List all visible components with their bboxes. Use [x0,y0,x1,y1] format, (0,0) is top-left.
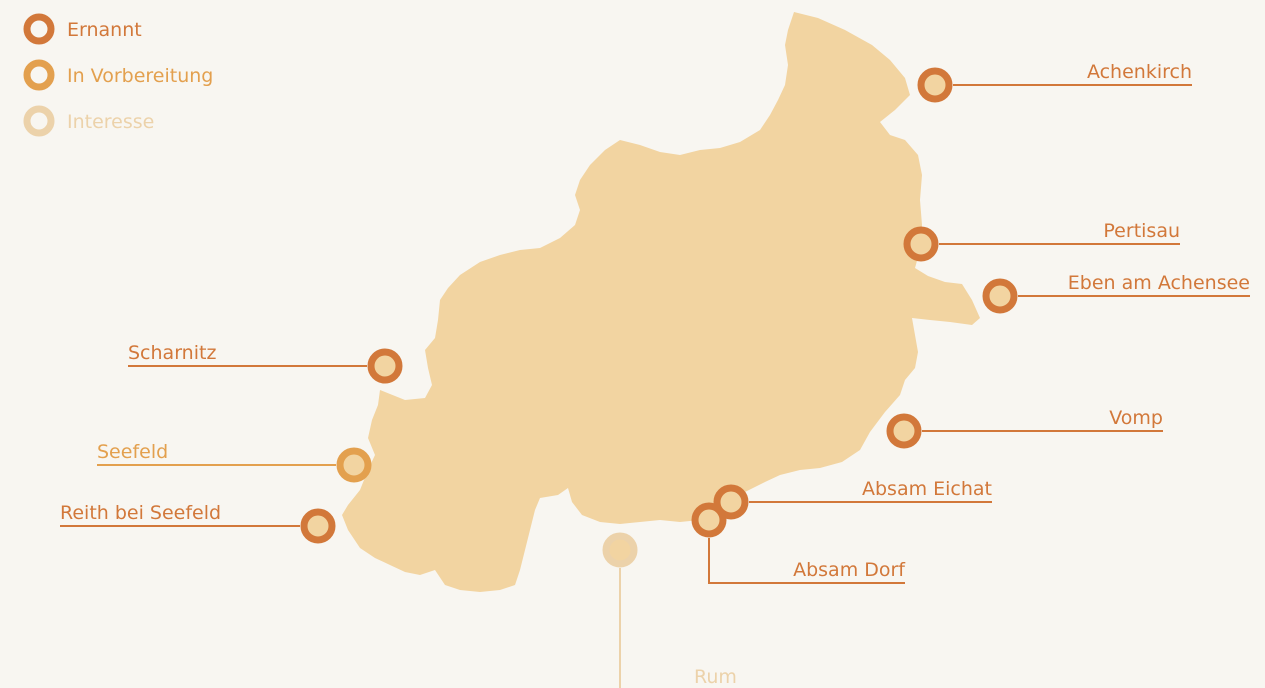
place-marker-seefeld[interactable] [336,447,372,483]
legend-label-interesse: Interesse [67,111,154,133]
legend-marker-in-vorbereitung [23,59,55,91]
region-outline [342,12,980,592]
place-marker-absam-eichat[interactable] [713,484,749,520]
place-marker-reith-bei-seefeld[interactable] [300,508,336,544]
place-label-seefeld: Seefeld [97,441,168,463]
place-marker-scharnitz[interactable] [367,348,403,384]
leader-lines [60,84,1250,688]
place-label-pertisau: Pertisau [1103,220,1180,242]
legend-marker-interesse [23,105,55,137]
place-markers [300,67,1018,568]
place-marker-rum[interactable] [602,532,638,568]
place-marker-pertisau[interactable] [903,226,939,262]
legend-label-ernannt: Ernannt [67,19,142,41]
place-label-absam-dorf: Absam Dorf [793,559,906,581]
legend-marker-ernannt [23,13,55,45]
place-marker-absam-dorf[interactable] [691,502,727,538]
place-label-reith-bei-seefeld: Reith bei Seefeld [60,502,221,524]
place-marker-achenkirch[interactable] [917,67,953,103]
place-label-eben-am-achensee: Eben am Achensee [1068,272,1250,294]
place-label-achenkirch: Achenkirch [1087,61,1192,83]
place-marker-vomp[interactable] [886,413,922,449]
leader-line-absam-dorf [708,538,905,584]
place-label-scharnitz: Scharnitz [128,342,216,364]
place-label-absam-eichat: Absam Eichat [862,478,992,500]
place-label-rum: Rum [694,666,737,688]
place-marker-eben-am-achensee[interactable] [982,278,1018,314]
legend-label-in-vorbereitung: In Vorbereitung [67,65,213,87]
place-label-vomp: Vomp [1109,407,1163,429]
